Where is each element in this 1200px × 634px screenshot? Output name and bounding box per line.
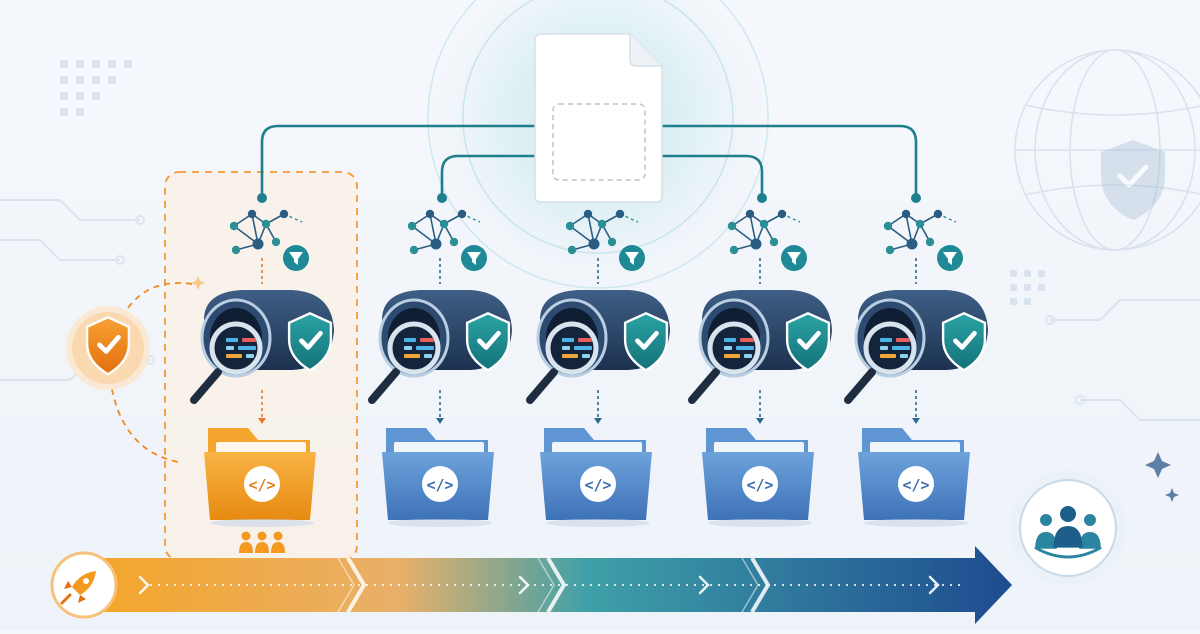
pipeline-column: </> <box>844 209 988 527</box>
code-folder-icon[interactable]: </> <box>540 428 652 520</box>
code-folder-icon[interactable]: </> <box>204 428 316 520</box>
filter-icon <box>461 245 487 271</box>
filter-icon <box>619 245 645 271</box>
shield-check-icon <box>785 311 831 372</box>
network-nodes-icon <box>565 209 639 255</box>
team-circle-icon[interactable] <box>1010 470 1126 586</box>
code-folder-icon[interactable]: </> <box>858 428 970 520</box>
code-folder-icon[interactable]: </> <box>382 428 494 520</box>
globe-icon <box>1014 49 1200 251</box>
code-glyph: </> <box>584 476 611 494</box>
network-nodes-icon <box>407 209 481 255</box>
shield-check-icon <box>941 311 987 372</box>
filter-icon <box>781 245 807 271</box>
chevron-right-icon <box>698 575 710 595</box>
code-glyph: </> <box>902 476 929 494</box>
progress-arrow-body <box>70 546 1012 624</box>
shield-check-icon <box>623 311 669 372</box>
filter-icon <box>937 245 963 271</box>
chevron-right-icon <box>138 575 150 595</box>
code-folder-icon[interactable]: </> <box>702 428 814 520</box>
shield-check-icon <box>465 311 511 372</box>
shield-check-icon <box>287 311 333 372</box>
pipeline-column: </> <box>526 209 670 527</box>
side-shield-badge[interactable] <box>66 306 150 390</box>
pipeline-columns: </> </> </> </> </> <box>190 209 988 553</box>
document-icon[interactable] <box>534 33 663 203</box>
pipeline-column: </> <box>688 209 832 527</box>
team-icon <box>239 531 285 553</box>
connector-dot <box>257 193 267 203</box>
chevron-right-icon <box>928 575 940 595</box>
pipeline-column: </> <box>190 209 334 553</box>
code-glyph: </> <box>248 476 275 494</box>
document-connectors <box>260 124 918 198</box>
scanner-magnifier-icon[interactable] <box>190 290 334 404</box>
code-glyph: </> <box>426 476 453 494</box>
side-shield-loop <box>109 282 193 463</box>
network-nodes-icon <box>229 209 303 255</box>
rocket-icon[interactable] <box>50 551 118 619</box>
code-glyph: </> <box>746 476 773 494</box>
network-nodes-icon <box>883 209 957 255</box>
stage-separator <box>546 556 567 614</box>
shield-check-icon <box>85 315 131 376</box>
stage-separator <box>346 556 367 614</box>
connector-dot <box>437 193 447 203</box>
network-nodes-icon <box>727 209 801 255</box>
filter-icon <box>283 245 309 271</box>
progress-arrow <box>50 470 1126 624</box>
connector-dot <box>757 193 767 203</box>
connector-dot <box>911 193 921 203</box>
pipeline-column: </> <box>368 209 512 527</box>
chevron-right-icon <box>518 575 530 595</box>
background-shield-icon <box>1101 140 1165 220</box>
